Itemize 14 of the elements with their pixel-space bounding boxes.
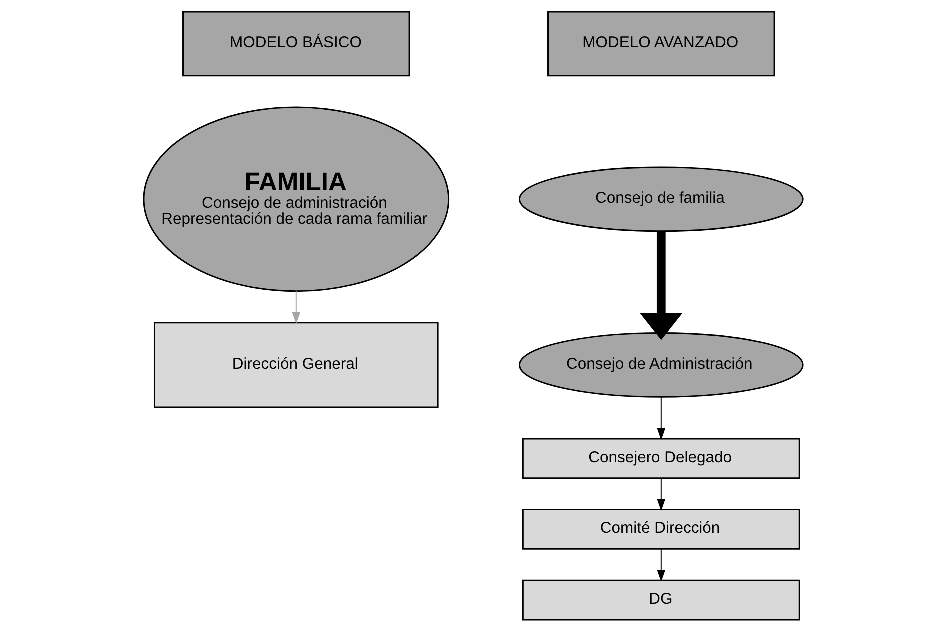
node-box: Consejero Delegado xyxy=(522,438,800,480)
node-box: Dirección General xyxy=(154,322,439,408)
arrow xyxy=(657,478,666,512)
arrow xyxy=(292,290,301,324)
node-ellipse: Consejo de Administración xyxy=(518,332,804,398)
node-box: Comité Dirección xyxy=(522,509,800,550)
node-box: MODELO BÁSICO xyxy=(182,11,410,77)
node-ellipse: FAMILIA Consejo de administración Representación de cada rama familiar xyxy=(143,106,450,292)
node-box: MODELO AVANZADO xyxy=(548,11,776,77)
arrow xyxy=(657,396,666,440)
arrow xyxy=(657,548,666,582)
arrow xyxy=(640,232,683,340)
node-ellipse: Consejo de familia xyxy=(518,166,804,232)
node-box: DG xyxy=(522,580,800,621)
